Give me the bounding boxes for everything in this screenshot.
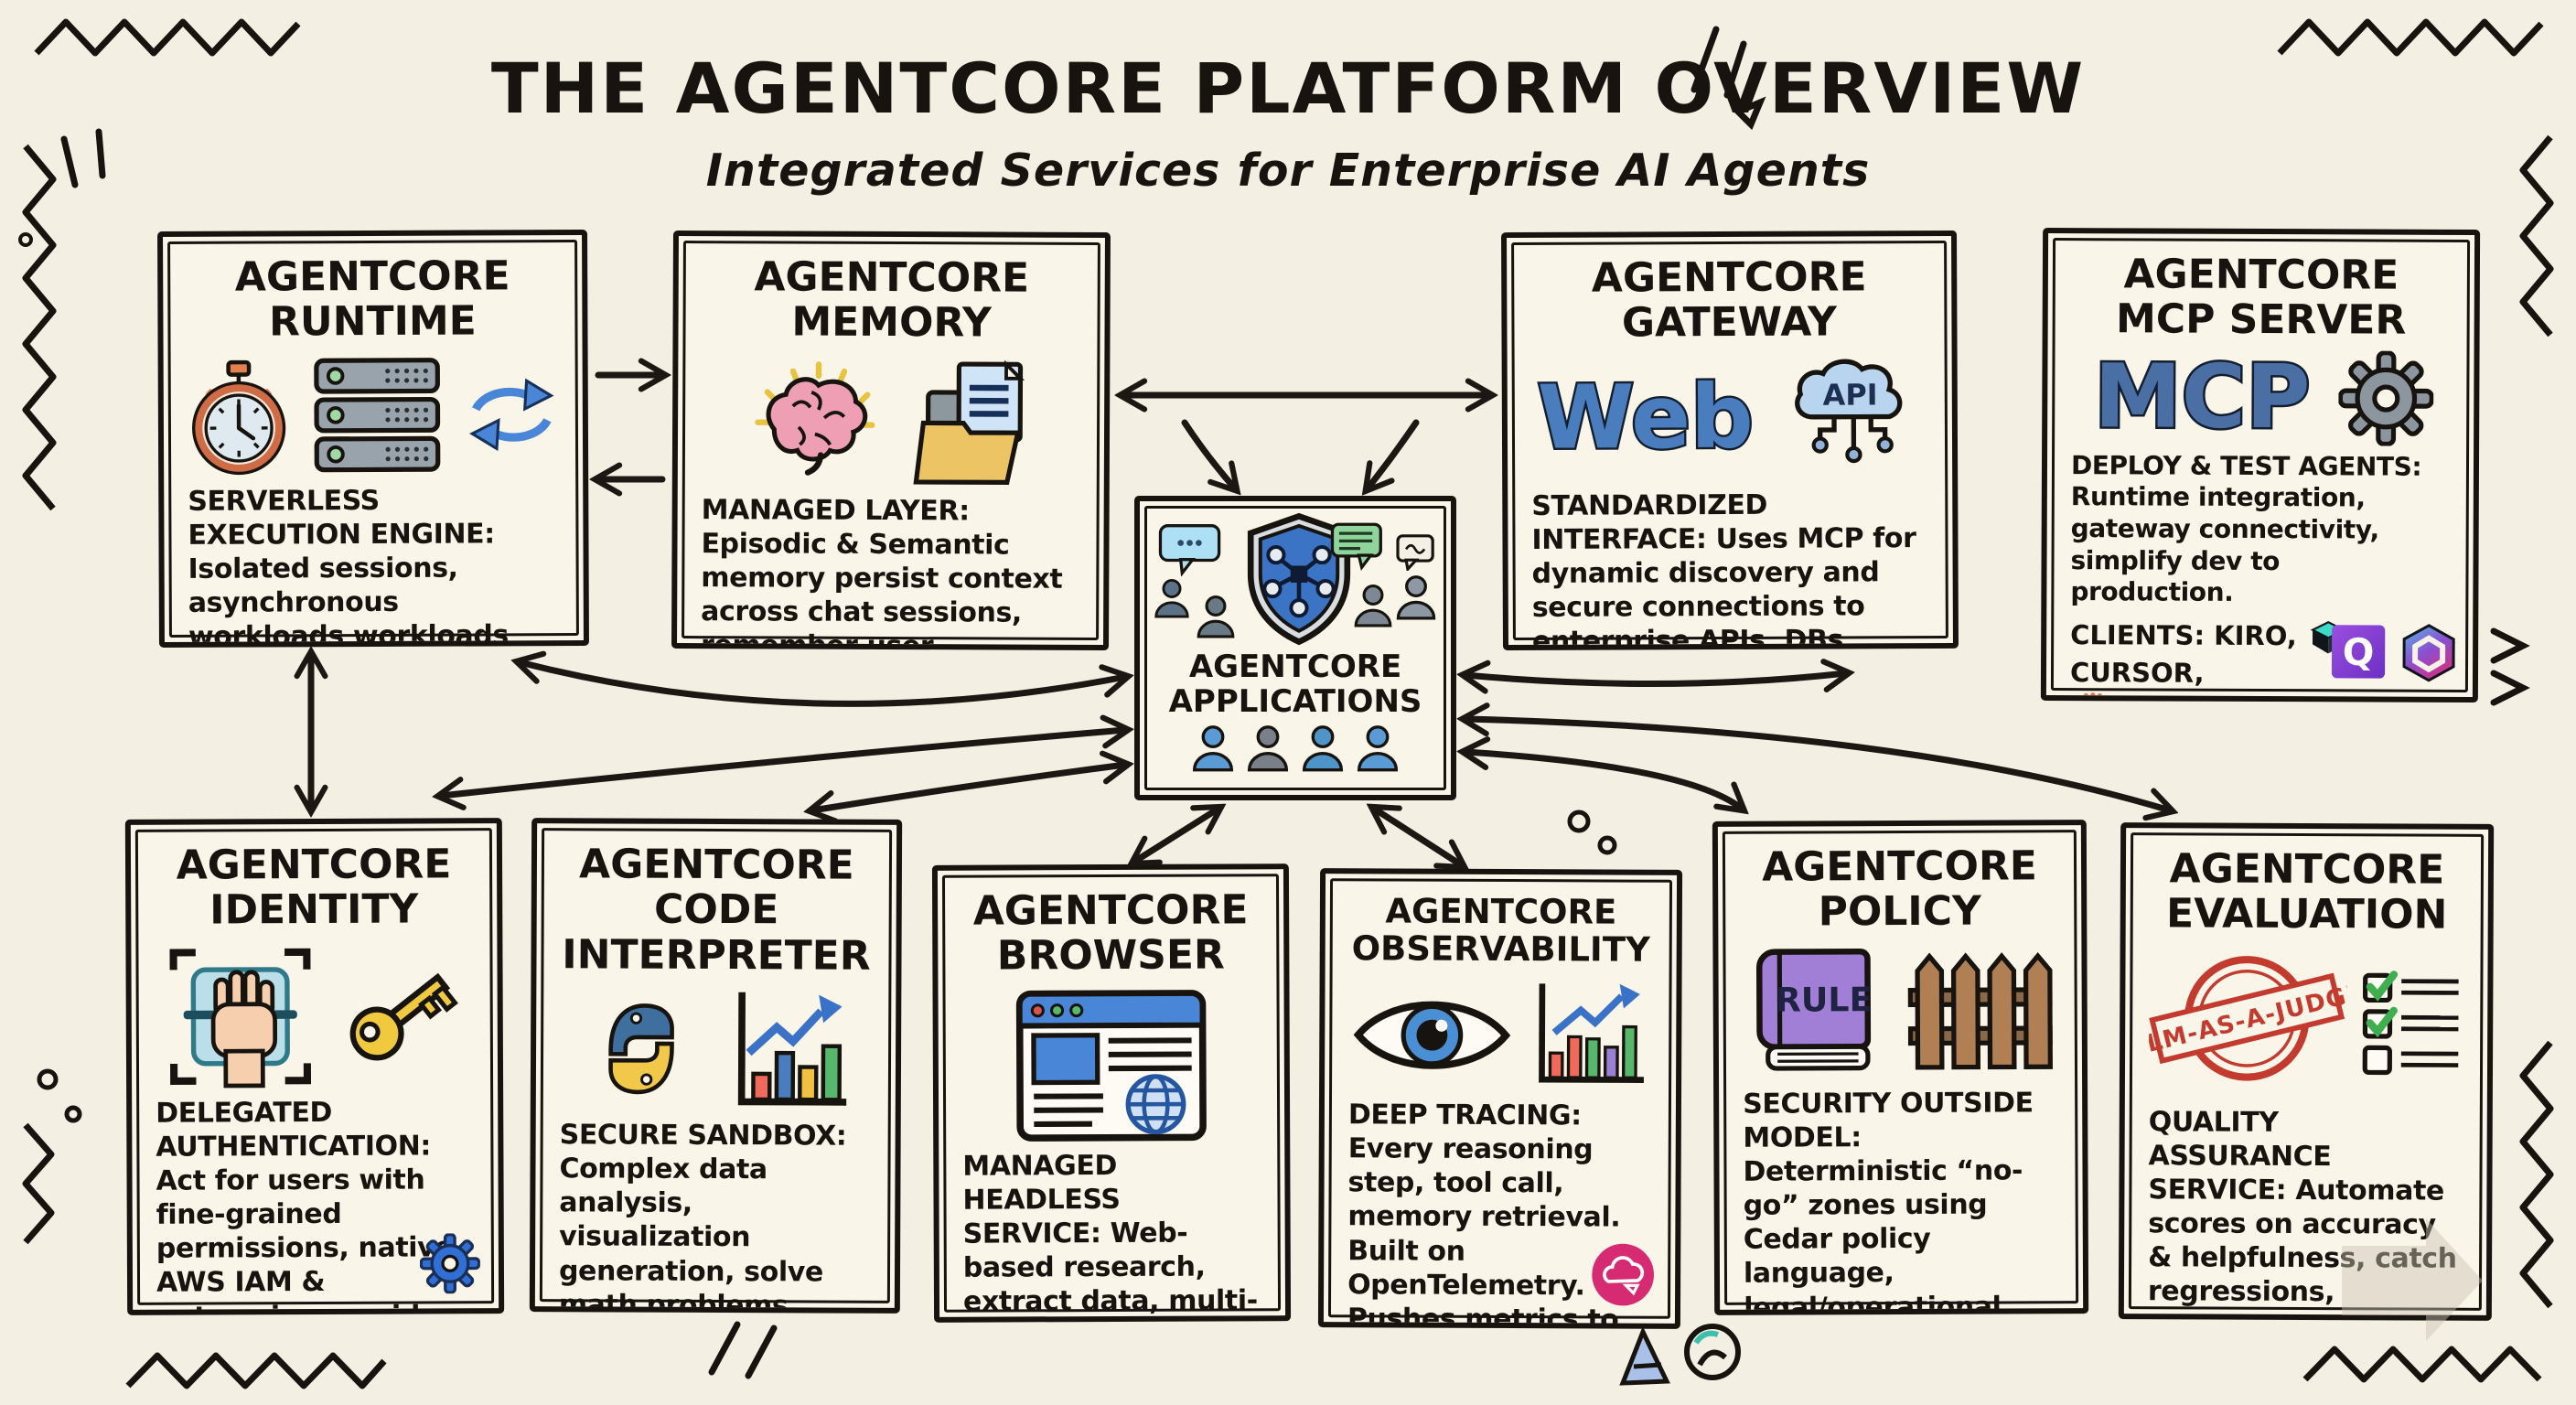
- user-icon: [1154, 578, 1189, 618]
- card-lead: DEEP TRACING:: [1347, 1099, 1582, 1132]
- card-lead: SECURITY OUTSIDE MODEL:: [1743, 1086, 2034, 1154]
- rule-label: RULE: [1775, 980, 1872, 1019]
- card-title: AGENTCORE: [1385, 891, 1617, 932]
- client-claude-code: CLAUDE CODE,: [2125, 693, 2345, 702]
- card-body: Complex data analysis, visualization gen…: [558, 1153, 823, 1314]
- card-agentcore-mcp-server: AGENTCORE MCP SERVER MCP DEPLOY & TEST A…: [2040, 227, 2481, 703]
- card-title: AGENTCORE: [234, 252, 510, 301]
- mcp-logo: MCP: [2091, 349, 2313, 445]
- kiro-logo: [2402, 624, 2455, 682]
- card-agentcore-gateway: AGENTCORE GATEWAY Web API STANDARDIZED I…: [1501, 230, 1959, 651]
- card-lead: SERVERLESS EXECUTION ENGINE:: [188, 484, 495, 552]
- card-agentcore-observability: AGENTCORE OBSERVABILITY DEEP: [1317, 868, 1683, 1329]
- eye-icon: [1353, 1001, 1511, 1069]
- card-title: AGENTCORE: [578, 841, 854, 889]
- page-title: THE AGENTCORE PLATFORM OVERVIEW: [490, 48, 2086, 129]
- card-title: GATEWAY: [1621, 298, 1838, 347]
- page-subtitle: Integrated Services for Enterprise AI Ag…: [705, 145, 1871, 197]
- card-title: AGENTCORE: [754, 253, 1030, 302]
- card-title: AGENTCORE: [1591, 253, 1867, 302]
- card-agentcore-policy: AGENTCORE POLICY RULE SECU: [1712, 820, 2089, 1315]
- cloudwatch-icon: [1592, 1243, 1654, 1306]
- card-lead: SECURE SANDBOX:: [559, 1119, 847, 1153]
- picket-fence-icon: [1907, 951, 2053, 1070]
- card-lead: DELEGATED AUTHENTICATION:: [156, 1096, 432, 1164]
- folder-document-icon: [913, 359, 1025, 485]
- user-icon: [1396, 575, 1436, 620]
- user-icon: [1192, 725, 1234, 772]
- card-body: Episodic & Semantic memory persist conte…: [700, 527, 1063, 651]
- card-title: IDENTITY: [209, 885, 419, 934]
- key-icon: [349, 972, 458, 1061]
- api-label: API: [1822, 377, 1877, 412]
- chat-bubble-icon: [1330, 522, 1382, 572]
- chat-bubble-icon: [1158, 524, 1221, 576]
- card-agentcore-evaluation: AGENTCORE EVALUATION LLM-AS-A-JUDGE: [2118, 822, 2495, 1321]
- stopwatch-icon: [192, 359, 286, 475]
- card-lead: MANAGED HEADLESS SERVICE:: [962, 1149, 1121, 1250]
- browser-window-icon: [1015, 989, 1207, 1142]
- card-title: RUNTIME: [268, 297, 477, 346]
- client-cursor: CURSOR,: [2069, 657, 2205, 689]
- card-agentcore-code-interpreter: AGENTCORE CODE INTERPRETER: [529, 818, 903, 1314]
- card-agentcore-memory: AGENTCORE MEMORY: [671, 230, 1111, 651]
- card-title: CODE: [653, 885, 779, 934]
- sync-arrows-icon: [469, 378, 554, 451]
- card-agentcore-runtime: AGENTCORE RUNTIME: [157, 229, 589, 649]
- web-logo-text: Web: [1537, 365, 1754, 468]
- card-title: BROWSER: [996, 931, 1225, 980]
- chat-bubble-icon: [1396, 534, 1434, 571]
- rule-book-icon: RULE: [1755, 948, 1872, 1071]
- claude-logo: [2076, 692, 2110, 703]
- card-title: AGENTCORE: [176, 841, 452, 889]
- card-title: AGENTCORE: [1762, 842, 2037, 891]
- card-title: OBSERVABILITY: [1351, 928, 1650, 971]
- brain-icon: [755, 360, 875, 476]
- hand-scan-icon: [169, 948, 312, 1088]
- card-title: AGENTCORE: [2169, 845, 2445, 894]
- amazon-q-logo: Q: [2331, 625, 2386, 679]
- card-title: MEMORY: [791, 298, 992, 347]
- card-title: POLICY: [1818, 887, 1981, 936]
- card-body: Isolated sessions, asynchronous workload…: [188, 552, 509, 649]
- card-agentcore-identity: AGENTCORE IDENTITY: [124, 818, 505, 1315]
- checklist-icon: [2362, 970, 2459, 1075]
- card-title: INTERPRETER: [562, 930, 871, 980]
- q-letter: Q: [2343, 630, 2375, 674]
- bar-chart-growth-icon: [1539, 983, 1645, 1083]
- signature-marks: [1619, 1324, 1741, 1386]
- card-title: MCP SERVER: [2115, 295, 2407, 344]
- card-title: AGENTCORE: [2123, 251, 2399, 299]
- card-agentcore-browser: AGENTCORE BROWSER: [931, 863, 1292, 1323]
- web-logo: Web: [1535, 363, 1756, 470]
- user-icon: [1247, 725, 1289, 772]
- card-title: AGENTCORE: [972, 886, 1249, 935]
- user-icon: [1197, 595, 1235, 638]
- server-stack-icon: [314, 357, 441, 472]
- user-icon: [1302, 725, 1344, 772]
- api-cloud-icon: API: [1794, 359, 1902, 463]
- card-body: Every reasoning step, tool call, memory …: [1347, 1132, 1621, 1329]
- client-kiro: KIRO,: [2214, 619, 2297, 652]
- card-lead: DEPLOY & TEST AGENTS:: [2070, 449, 2422, 482]
- shield-network-icon: [1247, 512, 1351, 646]
- card-lead: MANAGED LAYER:: [701, 493, 970, 527]
- mcp-logo-text: MCP: [2094, 349, 2311, 445]
- gear-icon: [2338, 350, 2433, 445]
- user-icon: [1354, 585, 1392, 627]
- python-logo: [607, 1003, 674, 1094]
- gear-icon: [419, 1233, 481, 1294]
- bar-chart-growth-icon: [737, 992, 846, 1106]
- user-icon: [1357, 725, 1399, 772]
- card-body: Deterministic “no-go” zones using Cedar …: [1743, 1154, 2023, 1315]
- llm-judge-stamp-icon: LLM-AS-A-JUDGE: [2149, 955, 2346, 1081]
- card-title: EVALUATION: [2165, 890, 2448, 938]
- clients-lead: CLIENTS:: [2070, 619, 2206, 651]
- card-body: Runtime integration, gateway connectivit…: [2070, 481, 2379, 608]
